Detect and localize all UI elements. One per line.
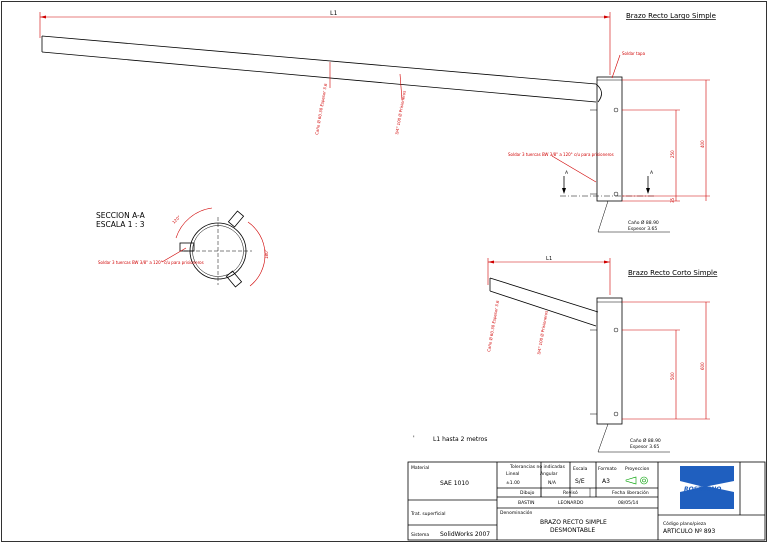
tube-short-label: Caño Ø 60.30 Espesor 3.6: [486, 300, 500, 353]
reviewed-label: Revisó: [563, 489, 578, 496]
reviewed-value: LEONARDO: [558, 500, 584, 506]
denomination-label: Denominación: [500, 509, 533, 516]
title-block: Material SAE 1010 Tolerancias no indicad…: [407, 461, 766, 541]
tube-long-label: Caño Ø 60.30 Espesor 3.6: [314, 83, 328, 136]
tube-long-inner: 3/4" 100 Ø Prisioneros: [394, 90, 407, 135]
pipe-short-label-1: Caño Ø 88.90: [630, 437, 661, 444]
format-label: Formato: [598, 466, 617, 472]
section-label-2: ESCALA 1 : 3: [96, 220, 145, 229]
scale-label: Escala: [573, 466, 588, 472]
material-value: SAE 1010: [440, 480, 469, 487]
dim-long-35: 35: [670, 197, 675, 203]
dim-long-400: 400: [700, 140, 705, 148]
dim-short-500: 500: [670, 372, 675, 380]
dimension-l1-bottom: L1: [546, 256, 552, 262]
section-a-a: SECCION A-A ESCALA 1 : 3 120° 180° Solda…: [96, 207, 269, 288]
section-label-1: SECCION A-A: [96, 211, 146, 220]
linear-value: ±1.00: [506, 480, 520, 486]
scale-value: S/E: [575, 478, 585, 485]
weld-bolts-section: Soldar 3 tuercas BW 3/8" a 120° c/u para…: [98, 260, 204, 265]
pipe-short-label-2: Espesor 3.65: [630, 444, 659, 450]
rostagno-logo: ROSTAGNO: [678, 464, 736, 512]
dim-180: 180°: [264, 249, 269, 259]
code-value: ARTICULO Nº 893: [663, 528, 715, 535]
brand-logo: ROSTAGNO: [684, 486, 721, 493]
pipe-long-label-1: Caño Ø 88.90: [628, 219, 659, 226]
section-mark-left: A: [565, 170, 569, 176]
drawn-label: Dibujo: [520, 490, 535, 496]
dim-short-600: 600: [700, 362, 705, 370]
section-mark-right: A: [650, 170, 654, 176]
system-value: SolidWorks 2007: [440, 531, 490, 538]
system-label: Sistema: [411, 532, 429, 538]
tolerance-label: Tolerancias no indicadas: [509, 464, 566, 470]
angular-value: N/A: [548, 480, 557, 486]
projection-symbol-icon: [625, 476, 648, 485]
dim-120: 120°: [171, 214, 181, 224]
code-label: Código plano/pieza: [663, 520, 706, 527]
denomination-line2: DESMONTABLE: [550, 527, 595, 534]
linear-label: Lineal: [506, 471, 519, 477]
long-arm-view: L1 Brazo Recto Largo Simple A A Soldar t…: [39, 10, 716, 233]
short-arm-view: L1 Brazo Recto Corto Simple Caño Ø 60.30…: [486, 256, 717, 453]
angular-label: Angular: [540, 471, 558, 477]
date-value: 08/05/14: [618, 500, 638, 506]
title-long-arm: Brazo Recto Largo Simple: [626, 12, 716, 20]
projection-label: Proyeccion: [625, 466, 650, 472]
material-label: Material: [411, 465, 429, 471]
drawn-value: BASTIN: [518, 500, 534, 506]
title-short-arm: Brazo Recto Corto Simple: [628, 269, 717, 277]
note-l1: L1 hasta 2 metros: [433, 436, 487, 443]
tube-short-inner: 3/4" 100 Ø Prisioneros: [536, 310, 549, 355]
weld-top-label: Soldar tapa: [622, 51, 646, 56]
surface-label: Trat. superficial: [410, 511, 446, 517]
weld-bolts-label: Soldar 3 tuercas BW 3/8" a 120° c/u para…: [508, 152, 614, 157]
dim-long-250: 250: [670, 150, 675, 158]
note-bullet: ': [413, 435, 415, 442]
format-value: A3: [602, 478, 610, 485]
dimension-l1-top: L1: [330, 10, 338, 17]
pipe-long-label-2: Espesor 3.65: [628, 226, 657, 232]
denomination-line1: BRAZO RECTO SIMPLE: [540, 519, 607, 526]
date-label: Fecha liberación: [612, 489, 649, 496]
